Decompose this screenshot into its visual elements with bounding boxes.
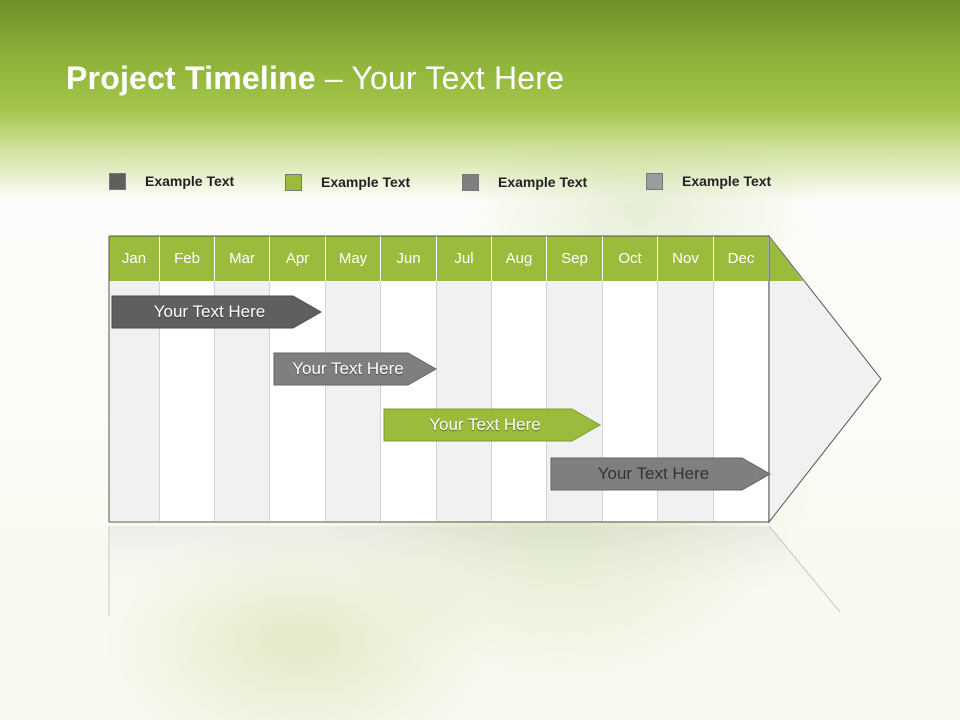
month-header-oct: Oct <box>603 236 658 281</box>
timeline-reflection <box>109 526 840 610</box>
arrow-head-band <box>769 236 803 281</box>
legend-label: Example Text <box>682 173 772 189</box>
legend-label: Example Text <box>145 173 235 189</box>
month-column <box>437 281 492 521</box>
month-header-apr: Apr <box>270 236 326 281</box>
legend-item-2: Example Text <box>285 171 410 193</box>
legend-item-1: Example Text <box>109 170 234 192</box>
legend-swatch <box>285 173 302 191</box>
month-column <box>492 281 547 521</box>
legend-label: Example Text <box>498 174 588 190</box>
month-header-dec: Dec <box>714 236 769 281</box>
month-header-jun: Jun <box>381 236 437 281</box>
month-header-aug: Aug <box>492 236 547 281</box>
task-label-1: Your Text Here <box>153 302 266 321</box>
task-label-3: Your Text Here <box>429 415 541 434</box>
month-column <box>326 281 381 521</box>
legend-swatch <box>646 172 663 190</box>
month-column <box>381 281 437 521</box>
month-header-jul: Jul <box>437 236 492 281</box>
month-header-feb: Feb <box>160 236 215 281</box>
month-header-nov: Nov <box>658 236 714 281</box>
page-title: Project Timeline – Your Text Here <box>66 60 564 97</box>
title-rest: – Your Text Here <box>315 60 565 96</box>
task-label-4: Your Text Here <box>597 464 710 483</box>
month-header-mar: Mar <box>215 236 270 281</box>
reflection-edge <box>768 525 841 613</box>
month-header-sep: Sep <box>547 236 603 281</box>
header-band <box>0 0 960 200</box>
legend-swatch <box>109 172 126 190</box>
title-bold: Project Timeline <box>66 60 316 96</box>
month-header-jan: Jan <box>109 236 160 281</box>
month-header-may: May <box>326 236 381 281</box>
legend-label: Example Text <box>321 174 411 190</box>
legend-item-4: Example Text <box>646 170 771 192</box>
legend-swatch <box>462 173 479 191</box>
task-label-2: Your Text Here <box>292 359 404 378</box>
legend-item-3: Example Text <box>462 171 587 193</box>
